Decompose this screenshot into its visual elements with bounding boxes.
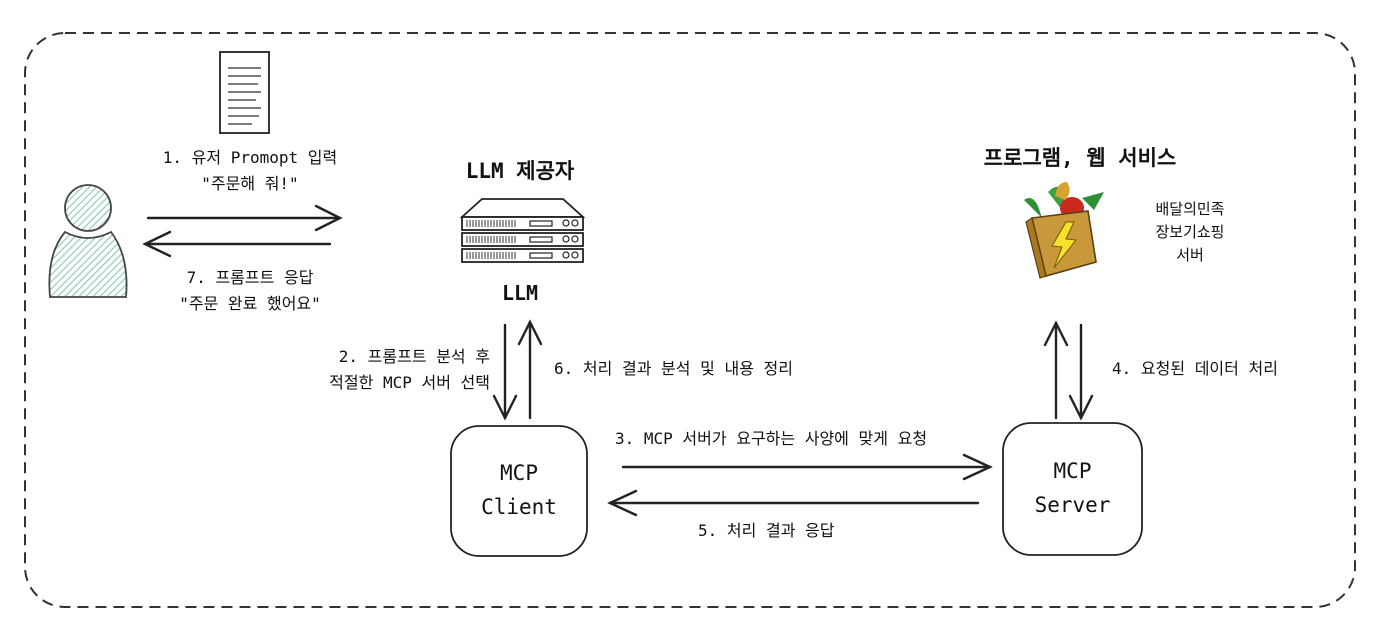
step1-label: 1. 유저 Promopt 입력 — [162, 148, 338, 167]
step7-label: 7. 프롬프트 응답 — [186, 268, 314, 287]
document-icon — [219, 51, 270, 134]
grocery-bag-icon — [1024, 182, 1104, 279]
step1-quote: "주문해 줘!" — [201, 174, 299, 193]
mcp-server-box — [1002, 422, 1143, 556]
step2-line: 2. 프롬프트 분석 후 — [338, 347, 490, 366]
outer-dashed-frame — [24, 32, 1356, 608]
step1-label-group: 1. 유저 Promopt 입력 "주문해 줘!" — [140, 145, 360, 197]
step5-label: 5. 처리 결과 응답 — [698, 521, 835, 540]
arrow-client-to-llm — [517, 319, 543, 420]
llm-provider-title: LLM 제공자 — [465, 159, 575, 183]
user-icon — [48, 184, 128, 298]
server-rack-icon — [459, 198, 586, 263]
service-name-line: 장보기쇼핑 — [1155, 223, 1225, 241]
step4-label: 4. 요청된 데이터 처리 — [1112, 359, 1278, 378]
mcp-server-line: MCP — [1053, 459, 1092, 483]
step2-line: 적절한 MCP 서버 선택 — [329, 373, 490, 392]
arrow-client-to-server — [621, 453, 993, 481]
arrow-llm-to-user — [142, 230, 332, 258]
mcp-server-label: MCP Server — [1003, 454, 1142, 522]
step7-quote: "주문 완료 했어요" — [179, 294, 321, 313]
llm-label: LLM — [501, 281, 539, 305]
arrow-user-to-llm — [146, 204, 343, 232]
service-name-line: 서버 — [1176, 246, 1204, 264]
step6-label: 6. 처리 결과 분석 및 내용 정리 — [554, 359, 793, 378]
mcp-client-line: Client — [481, 495, 557, 519]
service-name-line: 배달의민족 — [1155, 200, 1225, 218]
step3-label: 3. MCP 서버가 요구하는 사양에 맞게 요청 — [615, 429, 928, 448]
arrow-server-to-service — [1043, 320, 1069, 420]
mcp-client-line: MCP — [500, 461, 538, 485]
arrow-llm-to-client — [492, 323, 518, 421]
arrow-server-to-client — [607, 489, 980, 517]
mcp-client-box — [450, 425, 588, 557]
mcp-client-label: MCP Client — [451, 456, 587, 524]
service-name: 배달의민족 장보기쇼핑 서버 — [1140, 198, 1240, 267]
mcp-server-line: Server — [1034, 493, 1111, 517]
service-title: 프로그램, 웹 서비스 — [983, 146, 1177, 170]
arrow-service-to-server — [1068, 323, 1094, 421]
step2-label: 2. 프롬프트 분석 후 적절한 MCP 서버 선택 — [280, 344, 490, 396]
step7-label-group: 7. 프롬프트 응답 "주문 완료 했어요" — [140, 265, 360, 317]
